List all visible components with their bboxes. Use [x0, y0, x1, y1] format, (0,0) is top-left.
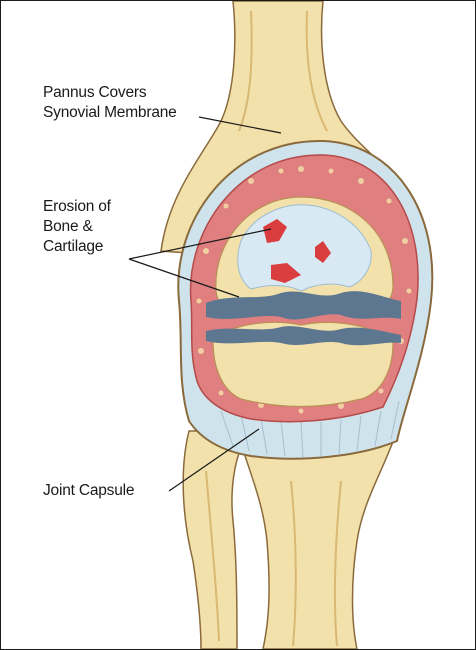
label-joint-capsule-line-1: Joint Capsule	[43, 481, 134, 501]
label-erosion-line-2: Bone &	[43, 217, 111, 237]
fibula	[183, 431, 249, 649]
label-pannus-line-2: Synovial Membrane	[43, 103, 177, 123]
label-joint-capsule: Joint Capsule	[43, 481, 134, 501]
label-pannus: Pannus Covers Synovial Membrane	[43, 83, 177, 123]
label-erosion: Erosion of Bone & Cartilage	[43, 197, 111, 257]
label-erosion-line-3: Cartilage	[43, 237, 111, 257]
tibia	[237, 431, 397, 649]
label-pannus-line-1: Pannus Covers	[43, 83, 177, 103]
label-erosion-line-1: Erosion of	[43, 197, 111, 217]
